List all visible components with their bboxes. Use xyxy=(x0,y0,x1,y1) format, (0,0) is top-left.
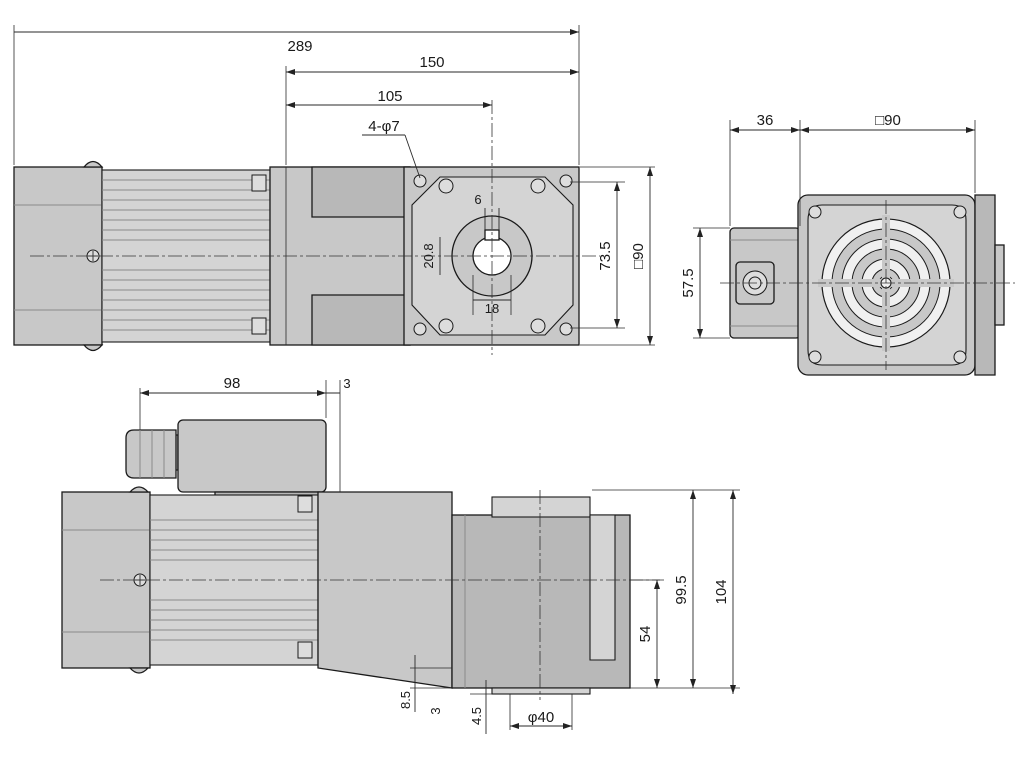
dim-shaft-height: 20.8 xyxy=(421,243,436,268)
dim-box-offset: 36 xyxy=(757,112,774,129)
cooling-fins-side xyxy=(150,519,318,641)
output-boss xyxy=(491,687,591,695)
dim-height-b: 104 xyxy=(713,579,730,604)
end-view: 36 □90 57.5 xyxy=(680,112,1015,376)
dim-289: 289 xyxy=(287,38,312,55)
dim-150: 150 xyxy=(419,54,444,71)
dim-base-b: 3 xyxy=(428,707,443,714)
gear-housing-side xyxy=(317,491,453,689)
dim-base-a: 8.5 xyxy=(398,691,413,709)
dim-base-c: 4.5 xyxy=(469,707,484,725)
dim-boss-dia: φ40 xyxy=(528,709,554,726)
dim-height-a: 99.5 xyxy=(673,575,690,604)
dim-holes: 4-φ7 xyxy=(368,118,399,135)
dim-box-gap: 3 xyxy=(343,376,350,391)
terminal-box-side xyxy=(177,419,327,493)
dim-shaft-dia: 18 xyxy=(485,301,499,316)
cable-gland xyxy=(125,429,177,479)
dim-hole-pitch: 73.5 xyxy=(597,241,614,270)
side-view: 98 3 99.5 104 54 8.5 3 4.5 φ40 xyxy=(61,375,740,734)
cooling-fins xyxy=(102,179,270,331)
top-view: 289 150 105 4-φ7 6 20.8 18 73.5 □90 xyxy=(13,25,655,355)
dim-box-height: 57.5 xyxy=(680,268,697,297)
dim-box-length: 98 xyxy=(224,375,241,392)
dim-fan-square: □90 xyxy=(875,112,901,129)
dim-flange-square: □90 xyxy=(630,243,647,269)
flange-holes xyxy=(413,174,573,336)
dim-105: 105 xyxy=(377,88,402,105)
dim-key: 6 xyxy=(474,192,481,207)
dim-height-c: 54 xyxy=(637,626,654,643)
